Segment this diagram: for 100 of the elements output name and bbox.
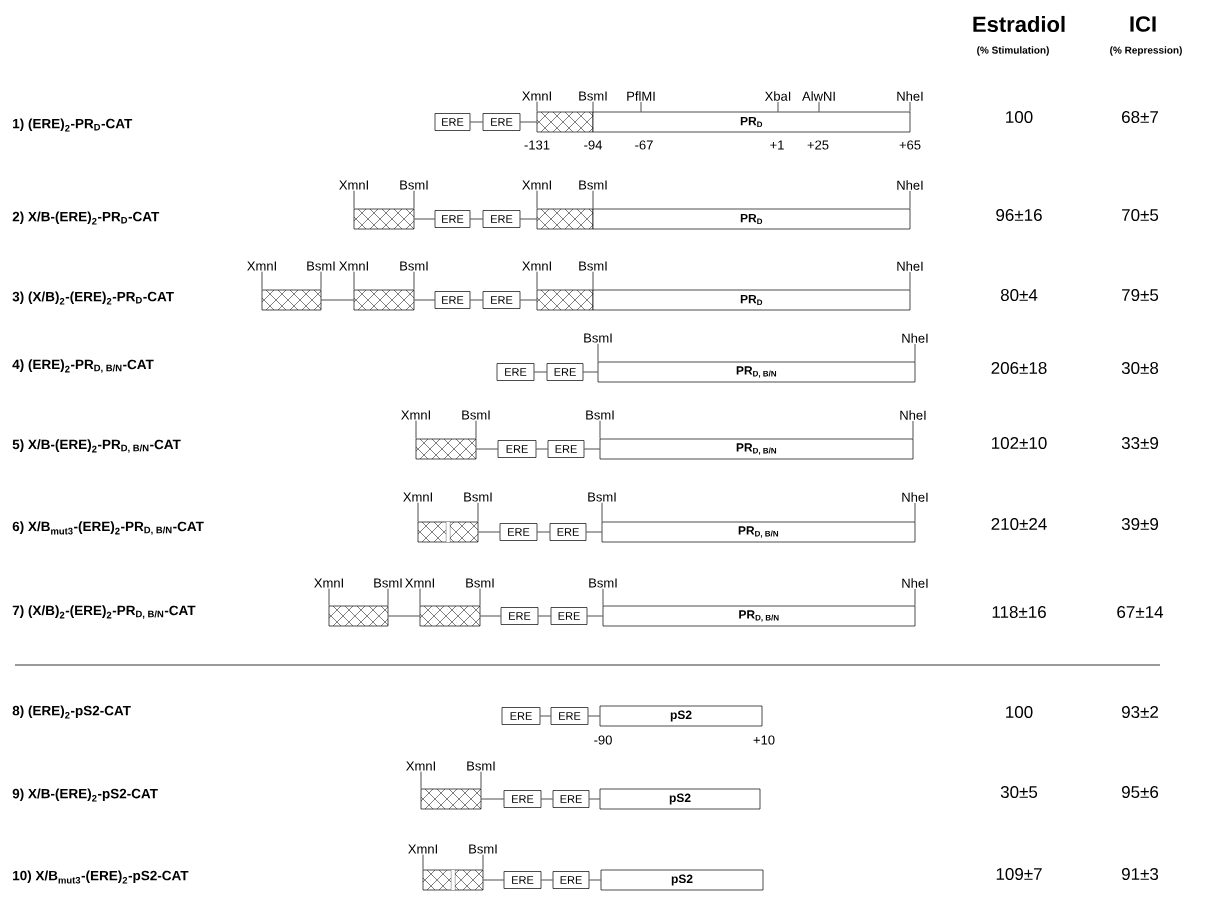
site-tick	[601, 502, 603, 522]
connector-line	[589, 879, 601, 881]
site-tick	[597, 343, 599, 362]
construct-name: $\text{5) X/B-(ERE)}_{\text{2}}\text{-PR}_{\text{D, B/N}}\text{-CAT}$	[12, 439, 181, 453]
site-tick	[482, 854, 484, 870]
site-label: BsmI	[374, 578, 402, 588]
site-label: NheI	[902, 578, 928, 588]
connector-line	[589, 798, 600, 800]
ere-box: ERE	[434, 210, 471, 228]
site-label: NheI	[900, 410, 926, 420]
site-tick	[536, 101, 538, 112]
site-tick	[602, 588, 604, 606]
site-label: XmnI	[405, 578, 434, 588]
connector-line	[586, 531, 602, 533]
site-tick	[417, 502, 419, 522]
connector-line	[388, 615, 420, 617]
site-label: BsmI	[586, 410, 614, 420]
site-label: XmnI	[339, 180, 368, 190]
site-tick	[909, 190, 911, 209]
site-label: NheI	[902, 333, 928, 343]
ere-box: ERE	[503, 790, 542, 808]
table-value: 102±10	[992, 437, 1047, 450]
ere-box: ERE	[547, 440, 585, 458]
site-label: BsmI	[464, 492, 492, 502]
site-tick	[818, 101, 820, 112]
site-label: BsmI	[466, 578, 494, 588]
site-tick	[599, 420, 601, 439]
site-tick	[536, 190, 538, 209]
table-value: 95±6	[1121, 786, 1159, 799]
hatched-box	[536, 111, 594, 133]
construct-name: $\text{8) (ERE)}_{\text{2}}\text{-pS2-CAT}$	[12, 705, 131, 719]
site-tick	[477, 502, 479, 522]
site-label: BsmI	[462, 410, 490, 420]
hatched-box	[417, 521, 479, 543]
site-tick	[914, 588, 916, 606]
hatched-box	[328, 605, 389, 627]
table-value: 100	[1006, 111, 1033, 124]
promoter-box: $\text{PR}_{\text{D}}$	[592, 208, 911, 230]
site-label: BsmI	[579, 261, 607, 271]
ere-box: ERE	[549, 523, 587, 541]
hatched-box	[420, 788, 482, 810]
site-tick	[419, 588, 421, 606]
site-tick	[328, 588, 330, 606]
site-label: XmnI	[403, 492, 432, 502]
site-label: XmnI	[408, 844, 437, 854]
connector-line	[414, 299, 435, 301]
site-label: XmnI	[401, 410, 430, 420]
ere-box: ERE	[550, 607, 588, 625]
site-tick	[261, 271, 263, 290]
site-label: NheI	[902, 492, 928, 502]
table-value: 30±5	[1000, 786, 1038, 799]
connector-line	[520, 121, 537, 123]
connector-line	[476, 448, 498, 450]
promoter-box: $\text{PR}_{\text{D}}$	[592, 289, 911, 311]
ere-box: ERE	[552, 790, 590, 808]
construct-name: $\text{6) X/B}_{\text{mut3}}\text{-(ERE)}_{\text{2}}\text{-PR}_{\text{D, B/N}}\text{-CAT}$	[12, 521, 204, 535]
promoter-box: $\text{PR}_{\text{D, B/N}}$	[597, 361, 916, 383]
position-number: -131	[524, 140, 550, 150]
hatched-box	[419, 605, 481, 627]
site-label: BsmI	[307, 261, 335, 271]
site-tick	[413, 190, 415, 209]
site-tick	[909, 271, 911, 290]
connector-line	[480, 615, 501, 617]
table-value: 33±9	[1121, 437, 1159, 450]
construct-name: $\text{1) (ERE)}_{\text{2}}\text{-PR}_{\text{D}}\text{-CAT}$	[13, 118, 133, 132]
table-value: 70±5	[1122, 209, 1159, 222]
promoter-box: $\text{PR}_{\text{D, B/N}}$	[601, 521, 916, 543]
table-value: 67±14	[1117, 606, 1164, 619]
site-tick	[914, 343, 916, 362]
promoter-box: $\text{pS2}$	[600, 869, 764, 891]
site-tick	[909, 101, 911, 112]
promoter-box: $\text{pS2}$	[599, 705, 763, 727]
hatched-box	[353, 208, 415, 230]
connector-line	[534, 371, 547, 373]
position-number: +65	[899, 140, 921, 150]
site-label: XmnI	[522, 91, 551, 101]
ere-box: ERE	[500, 607, 539, 625]
connector-line	[481, 798, 504, 800]
site-tick	[640, 101, 642, 112]
site-tick	[536, 271, 538, 290]
table-value: 91±3	[1121, 868, 1159, 881]
table-value: 93±2	[1121, 706, 1158, 719]
site-label: AlwNI	[802, 91, 835, 101]
site-tick	[353, 271, 355, 290]
construct-name: $\text{3) (X/B)}_{\text{2}}\text{-(ERE)}_{\text{2}}\text{-PR}_{\text{D}}\text{-CAT}$	[12, 291, 174, 305]
site-tick	[413, 271, 415, 290]
connector-line	[537, 531, 550, 533]
site-label: BsmI	[579, 91, 607, 101]
table-value: 39±9	[1121, 518, 1159, 531]
hatched-box	[536, 208, 594, 230]
site-tick	[914, 502, 916, 522]
connector-line	[541, 879, 553, 881]
connector-line	[584, 448, 600, 450]
ere-box: ERE	[434, 291, 471, 309]
site-tick	[480, 771, 482, 789]
site-label: BsmI	[588, 492, 616, 502]
site-tick	[320, 271, 322, 290]
column-heading: ICI	[1130, 16, 1156, 32]
site-label: XmnI	[522, 180, 551, 190]
construct-name: $\text{4) (ERE)}_{\text{2}}\text{-PR}_{\text{D, B/N}}\text{-CAT}$	[12, 359, 154, 373]
